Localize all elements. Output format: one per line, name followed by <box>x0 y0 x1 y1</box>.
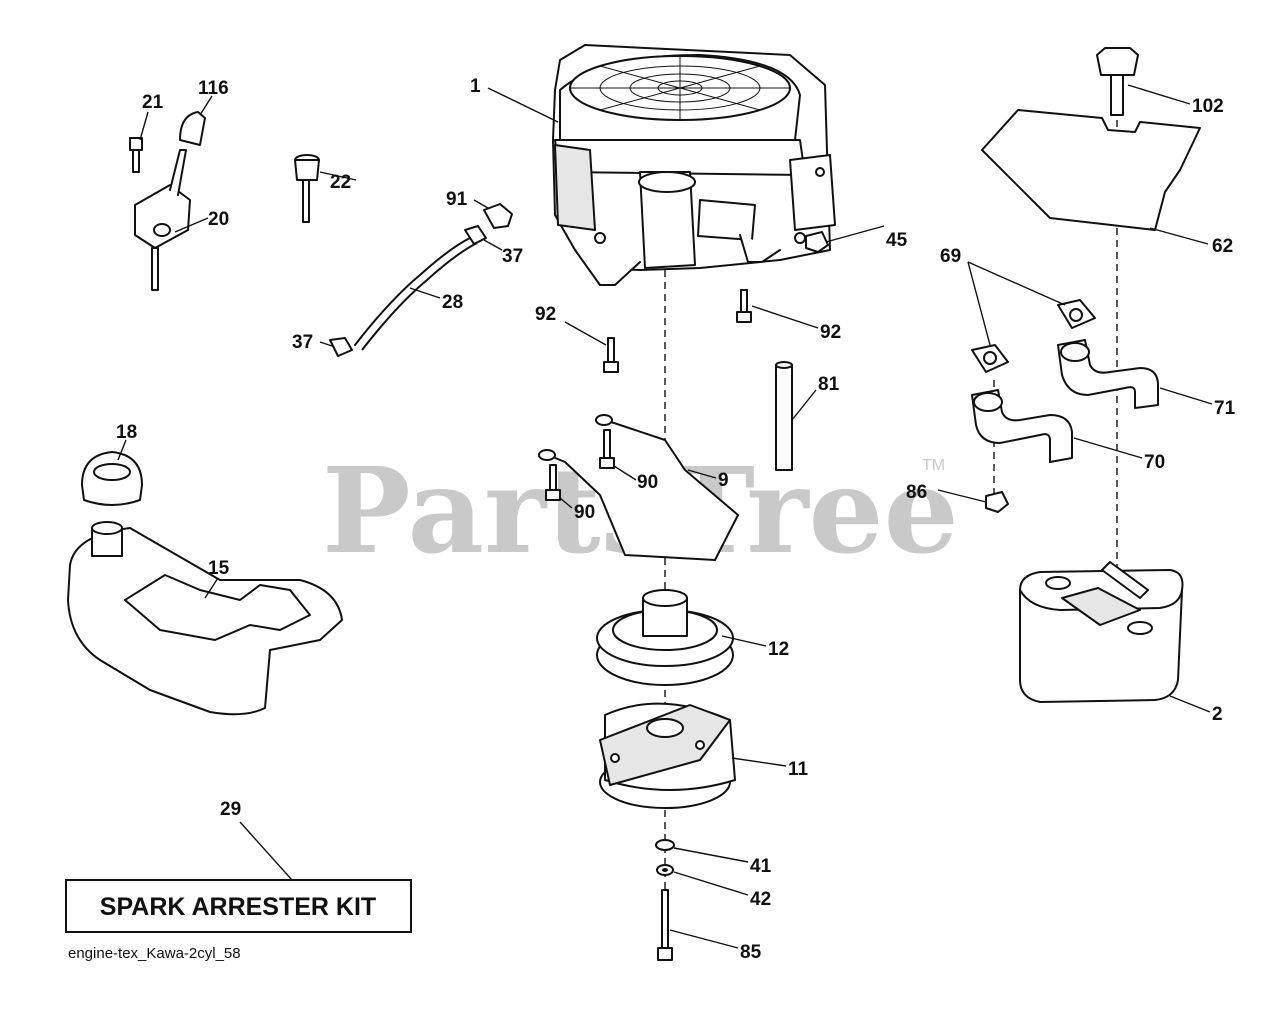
clamp-part-37-bottom[interactable] <box>329 337 353 357</box>
callout-81: 81 <box>818 374 840 395</box>
callout-102: 102 <box>1192 96 1224 117</box>
spark-arrester-kit-box[interactable]: SPARK ARRESTER KIT <box>65 879 412 933</box>
callout-28: 28 <box>442 292 463 313</box>
rod-part-9[interactable] <box>538 414 739 561</box>
fuel-cap-part-18[interactable] <box>81 451 143 506</box>
bolt-part-85[interactable] <box>657 889 673 961</box>
pulley-part-12[interactable] <box>596 589 734 686</box>
knob-part-116[interactable] <box>179 111 206 146</box>
muffler-part-2[interactable] <box>1019 561 1184 703</box>
callout-9: 9 <box>718 470 729 491</box>
watermark-trademark: TM <box>922 457 945 474</box>
callout-18: 18 <box>116 422 137 443</box>
callout-11: 11 <box>788 759 809 780</box>
bolt-part-92-left[interactable] <box>603 337 619 373</box>
callout-90-b: 90 <box>574 502 595 523</box>
washer-part-42[interactable] <box>656 864 674 876</box>
callout-85: 85 <box>740 942 762 963</box>
spark-arrester-kit-label: SPARK ARRESTER KIT <box>100 893 376 921</box>
callout-45: 45 <box>886 230 908 251</box>
washer-part-41[interactable] <box>655 839 675 851</box>
knob-part-22[interactable] <box>294 154 320 223</box>
callout-21: 21 <box>142 92 164 113</box>
clamp-part-37-top[interactable] <box>464 225 487 245</box>
fuel-tank-part-15[interactable] <box>67 521 343 716</box>
clutch-part-11[interactable] <box>599 702 736 809</box>
diagram-caption: engine-tex_Kawa-2cyl_58 <box>68 945 241 962</box>
callout-71: 71 <box>1214 398 1236 419</box>
callout-37-bottom: 37 <box>292 332 313 353</box>
throttle-control-part-20[interactable] <box>134 149 191 291</box>
callout-41: 41 <box>750 856 772 877</box>
callout-70: 70 <box>1144 452 1165 473</box>
callout-12: 12 <box>768 639 789 660</box>
callout-92-left: 92 <box>535 304 556 325</box>
callout-1: 1 <box>470 76 481 97</box>
callout-2: 2 <box>1212 704 1223 725</box>
callout-42: 42 <box>750 889 771 910</box>
fuel-line-part-28[interactable] <box>354 237 478 351</box>
callout-37-top: 37 <box>502 246 523 267</box>
callout-92-right: 92 <box>820 322 841 343</box>
exhaust-pipe-part-70[interactable] <box>971 389 1073 463</box>
bolt-part-92-right[interactable] <box>736 289 752 323</box>
nut-part-86[interactable] <box>985 491 1009 513</box>
callout-86: 86 <box>906 482 927 503</box>
callout-62: 62 <box>1212 236 1233 257</box>
gasket-part-69[interactable] <box>971 299 1096 373</box>
nut-part-45[interactable] <box>805 231 829 253</box>
callout-90-a: 90 <box>637 472 658 493</box>
heat-shield-part-62[interactable] <box>981 109 1201 231</box>
bolt-part-90-a[interactable] <box>599 429 615 469</box>
bolt-part-21[interactable] <box>129 137 143 173</box>
callout-15: 15 <box>208 558 230 579</box>
tube-part-81[interactable] <box>775 361 793 471</box>
callout-69: 69 <box>940 246 961 267</box>
callout-91: 91 <box>446 189 468 210</box>
exhaust-pipe-part-71[interactable] <box>1057 339 1159 409</box>
clamp-part-91[interactable] <box>483 203 513 229</box>
engine-part[interactable] <box>552 44 836 286</box>
knob-part-102[interactable] <box>1096 47 1139 116</box>
callout-116: 116 <box>198 78 229 99</box>
bolt-part-90-b[interactable] <box>545 464 561 501</box>
callout-20: 20 <box>208 209 229 230</box>
callout-29: 29 <box>220 799 241 820</box>
callout-22: 22 <box>330 172 351 193</box>
